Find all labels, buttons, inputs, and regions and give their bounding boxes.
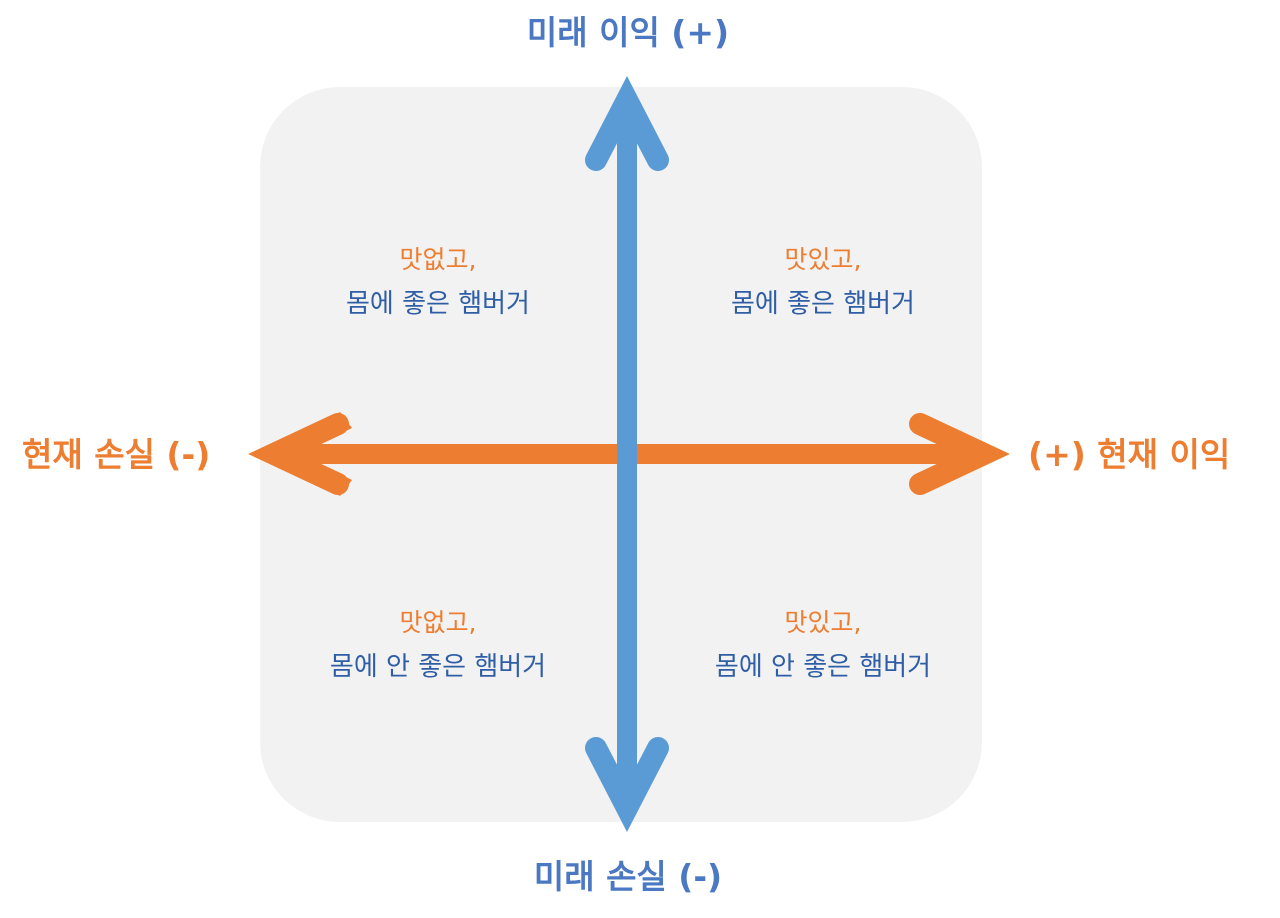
quadrant-taste-text: 맛있고,	[784, 245, 862, 274]
quadrant-health-text: 몸에 안 좋은 햄버거	[329, 652, 547, 682]
quadrant-taste-text: 맛없고,	[399, 608, 477, 637]
axis-label-future-gain: 미래 이익 (+)	[526, 13, 730, 52]
axis-label-present-gain: (+) 현재 이익	[1028, 435, 1231, 474]
quadrant-health-text: 몸에 좋은 햄버거	[731, 289, 915, 319]
quadrant-bottom-left: 맛없고, 몸에 안 좋은 햄버거	[258, 603, 618, 689]
quadrant-health-text: 몸에 좋은 햄버거	[346, 289, 530, 319]
vertical-axis-arrow	[585, 76, 669, 832]
quadrant-bottom-right: 맛있고, 몸에 안 좋은 햄버거	[643, 603, 1003, 689]
quadrant-top-right: 맛있고, 몸에 좋은 햄버거	[643, 240, 1003, 326]
axis-label-future-loss: 미래 손실 (-)	[533, 857, 723, 896]
quadrant-health-text: 몸에 안 좋은 햄버거	[714, 652, 932, 682]
axis-label-present-loss: 현재 손실 (-)	[22, 435, 211, 474]
quadrant-top-left: 맛없고, 몸에 좋은 햄버거	[258, 240, 618, 326]
quadrant-taste-text: 맛있고,	[784, 608, 862, 637]
quadrant-taste-text: 맛없고,	[399, 245, 477, 274]
